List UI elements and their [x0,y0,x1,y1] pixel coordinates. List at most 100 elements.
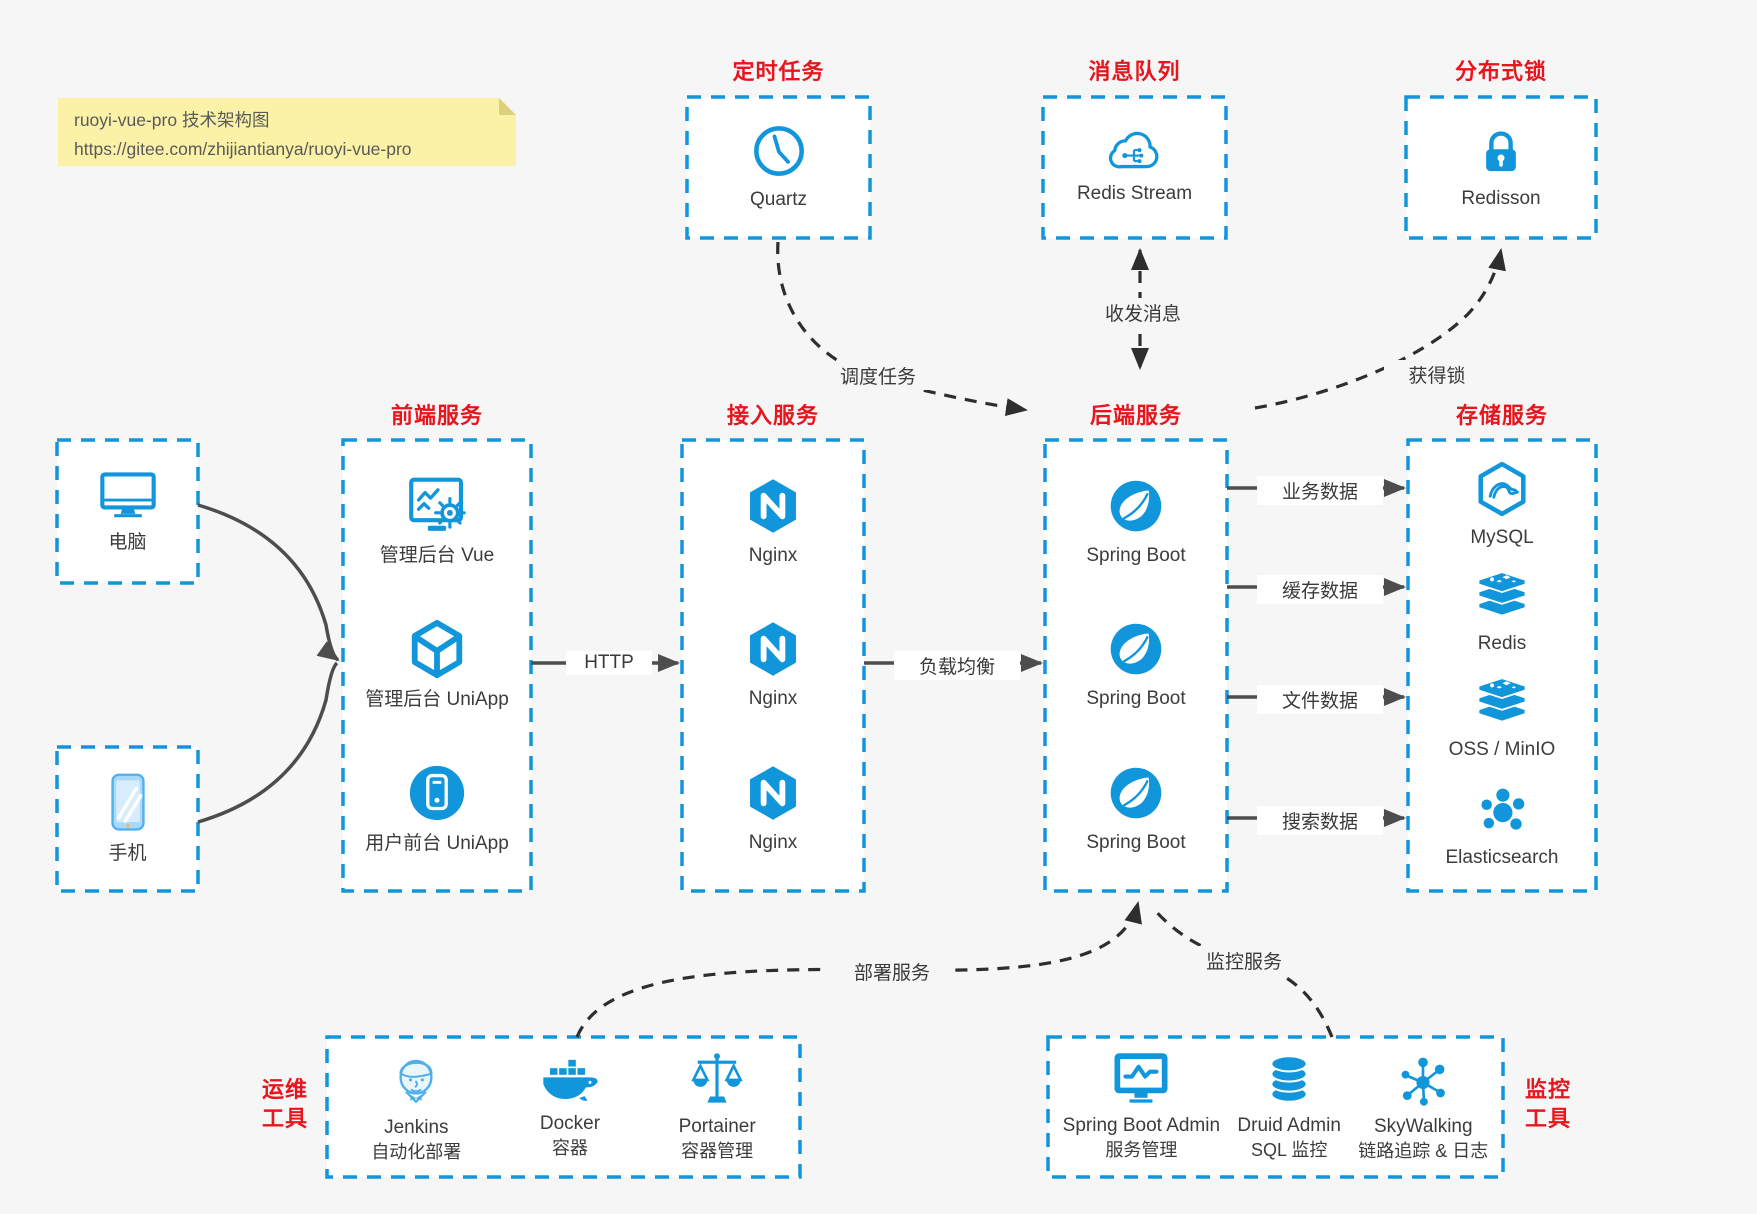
node-label: Portainer [678,1115,756,1137]
title-storage-services: 存储服务 [1455,403,1548,428]
node-redisson: Redisson [1461,123,1541,212]
title-message-queue: 消息队列 [1088,59,1181,84]
desktop-icon [99,472,156,517]
title-scheduled-jobs: 定时任务 [732,59,825,84]
group-client-pc: 电脑 [57,440,198,583]
jenkins-icon [399,1059,433,1104]
node-desc: 服务管理 [1105,1139,1178,1160]
portainer-icon [691,1053,743,1103]
node-desc: 链路追踪 & 日志 [1358,1140,1489,1161]
node-druid-admin: Druid Admin SQL 监控 [1237,1052,1341,1162]
node-springboot-1: Spring Boot [1086,476,1186,569]
group-backend: Spring Boot Spring Boot Spring Boot [1045,440,1227,891]
spring-boot-icon [1110,623,1162,675]
node-label: 管理后台 UniApp [365,688,509,710]
node-desc: SQL 监控 [1250,1139,1328,1160]
group-scheduled-jobs: Quartz [687,97,870,238]
node-oss-minio: OSS / MinIO [1448,676,1556,763]
node-label: Jenkins [384,1116,449,1138]
node-nginx-1: Nginx [743,476,803,569]
edge-pc-to-frontend [197,503,340,662]
node-desc: 自动化部署 [371,1141,462,1162]
node-spring-boot-admin: Spring Boot Admin 服务管理 [1063,1052,1220,1162]
group-client-mobile: 手机 [57,747,198,891]
node-skywalking: SkyWalking 链路追踪 & 日志 [1358,1051,1488,1163]
group-storage: MySQL Redis [1408,440,1596,891]
edge-label-message: 收发消息 [1080,298,1206,327]
nginx-icon [750,766,796,820]
node-label: 管理后台 Vue [379,544,495,566]
druid-icon [1270,1055,1308,1103]
node-mobile: 手机 [106,772,150,867]
nginx-icon [750,478,796,533]
sticky-note: ruoyi-vue-pro 技术架构图 https://gitee.com/zh… [58,98,516,166]
node-portainer: Portainer 容器管理 [679,1051,756,1163]
spring-boot-icon [1110,767,1162,819]
group-distributed-lock: Redisson [1406,97,1596,238]
node-label: MySQL [1470,527,1534,549]
oss-stack-icon [1477,676,1527,723]
node-user-uniapp: 用户前台 UniApp [365,762,509,857]
node-label: Spring Boot [1086,544,1186,566]
edge-mobile-to-frontend [197,661,339,824]
edge-label-schedule: 调度任务 [815,361,941,390]
title-ops-tools: 运维 工具 [261,1077,308,1131]
skywalking-icon [1401,1057,1446,1106]
edge-label-business-data: 业务数据 [1257,476,1383,505]
node-admin-vue: 管理后台 Vue [380,475,494,569]
title-backend-services: 后端服务 [1089,403,1182,428]
mobile-icon [110,773,145,831]
admin-vue-icon [409,477,466,531]
spring-boot-icon [1110,480,1162,531]
node-jenkins: Jenkins 自动化部署 [371,1050,461,1164]
node-springboot-2: Spring Boot [1086,619,1186,712]
node-label: Nginx [748,831,798,853]
node-desc: 容器 [551,1137,588,1158]
node-label: Spring Boot [1086,831,1186,853]
node-nginx-3: Nginx [743,763,803,856]
node-redis-stream: Redis Stream [1077,128,1192,207]
title-monitor-tools: 监控 工具 [1524,1077,1571,1131]
redis-stack-icon [1477,570,1527,617]
elasticsearch-icon [1481,788,1525,830]
node-label: Spring Boot Admin [1062,1114,1221,1136]
edge-label-deploy: 部署服务 [829,957,955,986]
node-label: Redis Stream [1076,183,1193,205]
node-quartz: Quartz [750,122,808,213]
group-message-queue: Redis Stream [1043,97,1226,238]
spring-boot-admin-icon [1114,1053,1168,1103]
node-label: Redis [1477,632,1527,654]
node-nginx-2: Nginx [743,619,803,712]
title-access-services: 接入服务 [726,403,819,428]
node-elasticsearch: Elasticsearch [1446,782,1559,871]
edge-label-monitor: 监控服务 [1181,946,1307,975]
node-label: Spring Boot [1086,688,1186,710]
docker-icon [543,1059,598,1101]
note-line-2: https://gitee.com/zhijiantianya/ruoyi-vu… [74,138,412,159]
node-label: Elasticsearch [1445,847,1559,869]
node-pc: 电脑 [95,468,161,556]
cube-icon [411,619,463,678]
cloud-network-icon [1109,131,1159,169]
title-frontend-services: 前端服务 [390,403,483,428]
edge-label-http: HTTP [566,651,652,675]
title-distributed-lock: 分布式锁 [1454,59,1547,84]
edge-label-acquire-lock: 获得锁 [1384,360,1490,389]
node-label: Redisson [1461,188,1541,210]
phone-circle-icon [409,765,465,820]
node-docker: Docker 容器 [538,1054,602,1160]
node-label: Quartz [749,189,808,211]
clock-icon [753,126,804,177]
node-label: 电脑 [108,531,147,553]
node-label: 手机 [108,842,147,864]
group-ops-tools: Jenkins 自动化部署 Docker 容器 [327,1037,800,1177]
note-line-1: ruoyi-vue-pro 技术架构图 [74,110,270,130]
node-label: Druid Admin [1237,1114,1341,1136]
node-label: Nginx [748,544,798,566]
node-desc: 容器管理 [681,1140,754,1161]
edge-label-search-data: 搜索数据 [1257,806,1383,835]
node-label: OSS / MinIO [1448,738,1556,760]
node-springboot-3: Spring Boot [1086,763,1186,856]
node-mysql: MySQL [1470,460,1534,551]
